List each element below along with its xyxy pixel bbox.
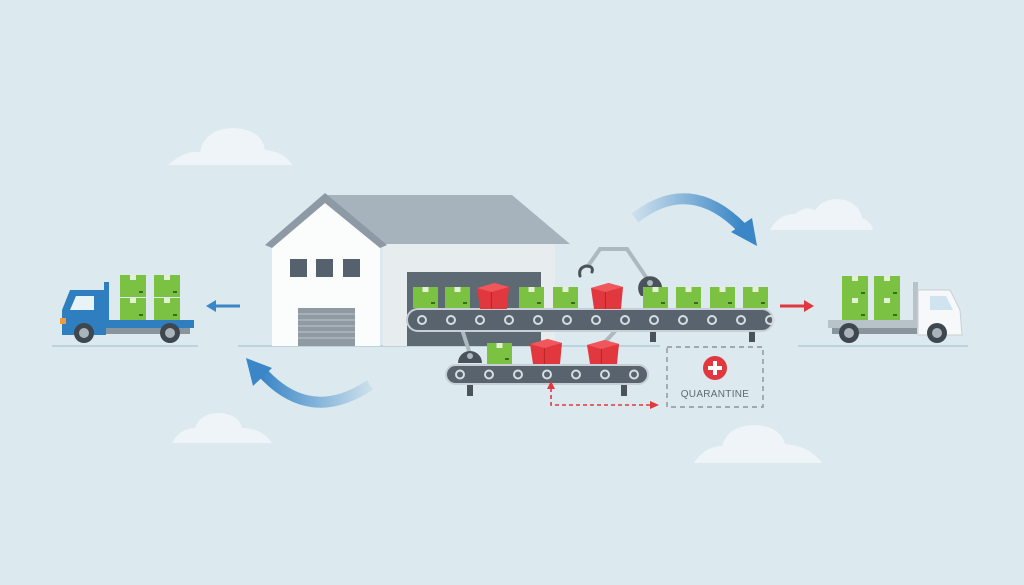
package-box [154,298,180,320]
roller [600,369,610,380]
defective-box [591,283,623,309]
plus-circle-icon [703,356,727,380]
top-cycle-arrow-icon [631,193,757,246]
package-box [519,287,544,308]
cloud [694,425,822,463]
outbound-truck [828,276,963,343]
garage-door [298,308,355,346]
roller [649,315,659,325]
roller [417,315,427,325]
package-box [413,287,438,308]
roller [455,369,465,380]
cloud [770,199,873,230]
package-box [842,298,868,320]
main-conveyor [406,308,775,342]
roller [533,315,543,325]
roller [678,315,688,325]
window [290,259,307,277]
bottom-cycle-arrow-icon [246,358,374,408]
cloud [168,128,292,165]
defective-box [587,340,619,364]
robot-arm [578,247,652,285]
roller [736,315,746,325]
outbound-arrow-icon [780,300,814,312]
roller [446,315,456,325]
roller [484,369,494,380]
cloud [172,412,272,443]
roller [571,369,581,380]
package-box [874,276,900,298]
window [343,259,360,277]
package-box [120,298,146,320]
package-box [154,275,180,297]
roller [707,315,717,325]
roller [504,315,514,325]
roller [629,369,639,380]
package-box [743,287,768,308]
window [316,259,333,277]
inbound-arrow-icon [206,300,240,312]
roller [620,315,630,325]
package-box [445,287,470,308]
package-box [487,343,512,364]
roller [542,369,552,380]
quarantine-route-arrow-icon [547,381,659,409]
clouds [168,128,873,463]
package-box [120,275,146,297]
quarantine-zone: QUARANTINE [666,346,764,408]
roller [591,315,601,325]
roller [765,315,775,325]
defective-box [530,339,562,364]
roller [513,369,523,380]
package-box [842,276,868,298]
package-box [710,287,735,308]
package-box [553,287,578,308]
package-box [874,298,900,320]
package-box [643,287,668,308]
roller [562,315,572,325]
reject-conveyor [445,364,649,396]
inbound-truck [60,275,194,343]
quarantine-label: QUARANTINE [681,389,750,400]
defective-box [477,283,509,309]
package-box [676,287,701,308]
roller [475,315,485,325]
